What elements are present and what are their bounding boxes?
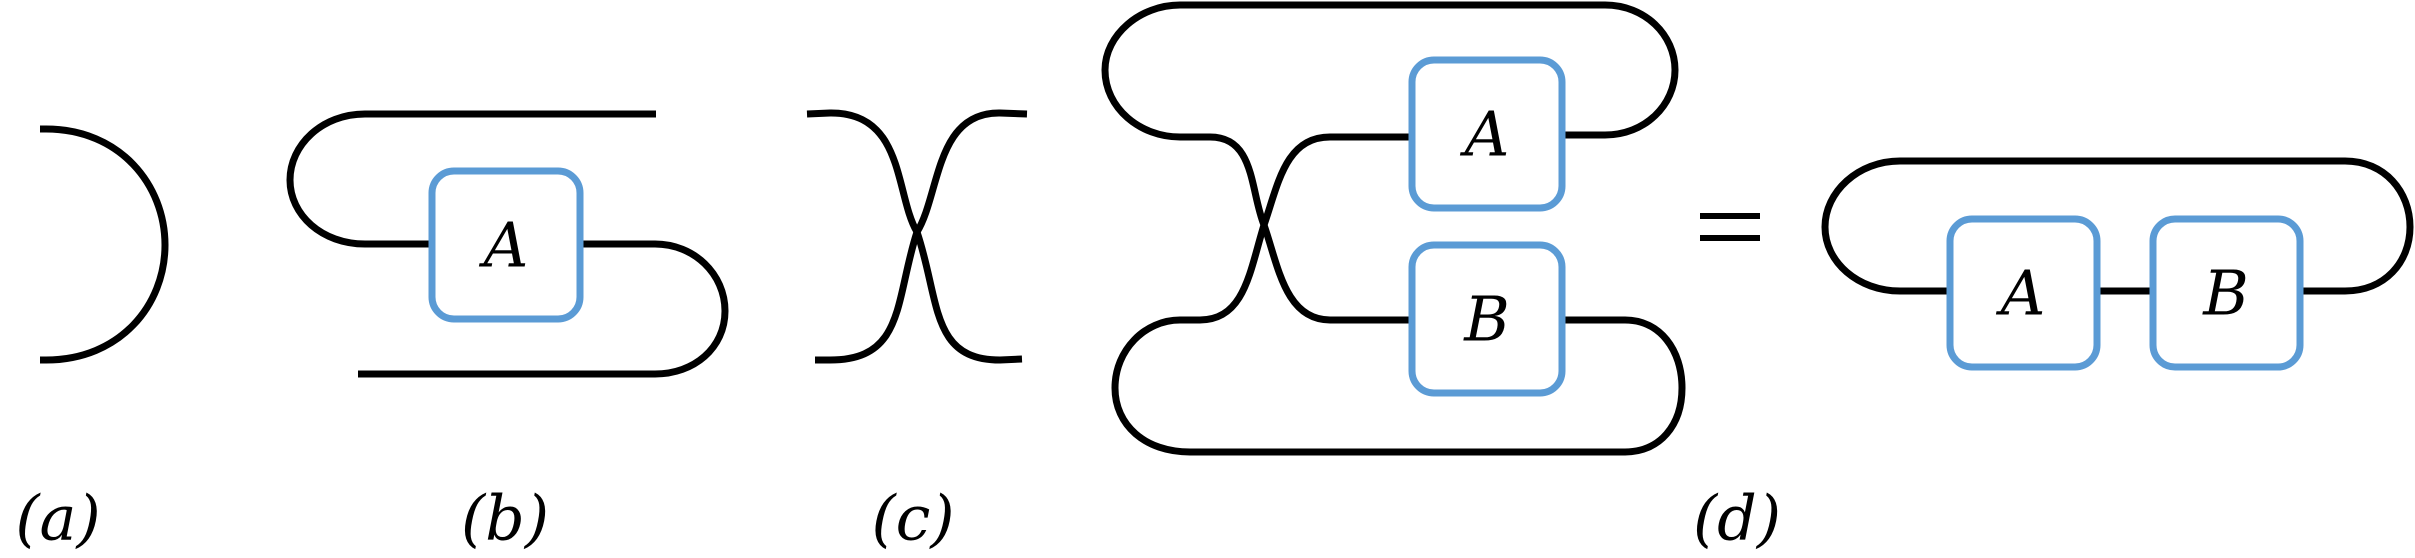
panel-d-right-loop [1821,157,2414,295]
panel-d-left-bottom-loop [1190,316,1686,456]
panel-d-label: (d) [1693,482,1781,555]
panel-c-label: (c) [871,482,954,555]
panel-d-right-box-a [1946,215,2101,371]
panel-d-left-network: A B [1101,1,1686,456]
panel-b-box-a [428,167,584,323]
panel-b-label: (b) [461,482,549,555]
panel-c-strand-2 [815,109,1028,364]
panel-a-cap-wire [40,125,169,364]
panel-c: (c) [806,109,1028,555]
panel-d-right-box-a-label: A [1996,257,2046,330]
panel-a-label: (a) [15,482,100,555]
panel-d-right-box-b [2149,215,2304,371]
panel-d-left-cross-1 [1180,133,1412,324]
panel-d-right-network: A B (d) [1693,157,2414,555]
panel-d-left-box-a [1408,56,1566,212]
panel-b: A (b) [286,110,729,555]
panel-d-right-box-b-label: B [2202,257,2249,330]
panel-d-left-top-bend [1101,1,1181,141]
panel-b-top-wire [286,110,656,248]
panel-d-left-bottom-bend [1111,316,1191,456]
panel-d-left-cross-2 [1180,133,1412,324]
panel-d-left-box-b [1408,241,1566,397]
panel-d-left-box-a-label: A [1460,98,1510,171]
panel-d-left-box-b-label: B [1463,283,1510,356]
panel-a: (a) [15,125,169,555]
equals-sign [1700,213,1760,241]
panel-b-box-a-label: A [479,209,529,282]
panel-b-bottom-wire [358,240,729,378]
panel-d-left-top-loop [1180,1,1679,139]
